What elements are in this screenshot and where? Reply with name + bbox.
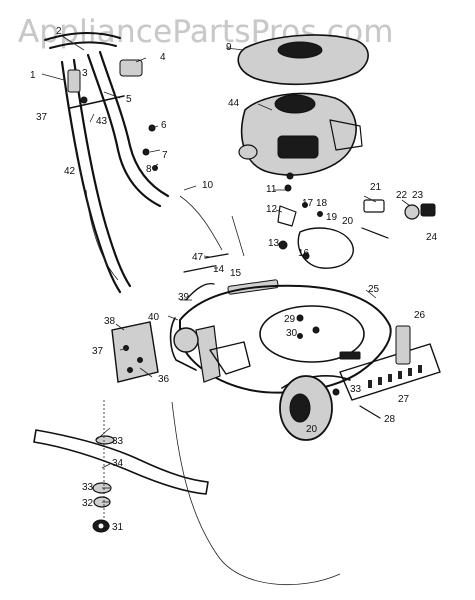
- callout-33-right: 33: [350, 384, 362, 395]
- callout-26: 26: [414, 310, 426, 321]
- leader-lines: [41, 35, 411, 527]
- callout-6: 6: [161, 120, 167, 131]
- callout-31: 31: [112, 522, 124, 533]
- callout-14: 14: [213, 264, 225, 275]
- callout-20-lower: 20: [306, 424, 318, 435]
- blade-assembly: [33, 400, 341, 586]
- callout-42: 42: [64, 166, 76, 177]
- callout-37-top: 37: [36, 112, 48, 123]
- callout-21: 21: [370, 182, 382, 193]
- callout-34: 34: [112, 458, 124, 469]
- callout-18: 18: [316, 198, 328, 209]
- callout-25: 25: [368, 284, 380, 295]
- callout-7: 7: [162, 150, 168, 161]
- callout-32: 32: [82, 498, 94, 509]
- callout-3: 3: [82, 68, 88, 79]
- callout-1: 1: [30, 70, 36, 81]
- callout-2: 2: [56, 26, 62, 37]
- callout-15: 15: [230, 268, 242, 279]
- callout-19: 19: [326, 212, 338, 223]
- callout-9: 9: [226, 42, 232, 53]
- callout-36: 36: [158, 374, 170, 385]
- mower-deck: [169, 284, 441, 441]
- callout-39: 39: [178, 292, 190, 303]
- callout-40: 40: [148, 312, 160, 323]
- callout-47: 47: [192, 252, 204, 263]
- handle-assembly: [44, 31, 223, 294]
- callout-33-top: 33: [112, 436, 124, 447]
- engine-assembly: [237, 34, 369, 180]
- callout-10: 10: [202, 180, 214, 191]
- callout-8: 8: [146, 164, 152, 175]
- callout-17: 17: [302, 198, 314, 209]
- callout-16: 16: [298, 248, 310, 259]
- callout-30: 30: [286, 328, 298, 339]
- callout-24: 24: [426, 232, 438, 243]
- callout-43: 43: [96, 116, 108, 127]
- callout-27: 27: [398, 394, 410, 405]
- callout-38: 38: [104, 316, 116, 327]
- callout-20-upper: 20: [342, 216, 354, 227]
- callout-29: 29: [284, 314, 296, 325]
- callout-44: 44: [228, 98, 240, 109]
- callout-33-bottom: 33: [82, 482, 94, 493]
- callout-23: 23: [412, 190, 424, 201]
- callout-5: 5: [126, 94, 132, 105]
- callout-4: 4: [160, 52, 166, 63]
- callout-22: 22: [396, 190, 408, 201]
- callout-13: 13: [268, 238, 280, 249]
- callout-37-bottom: 37: [92, 346, 104, 357]
- callout-28: 28: [384, 414, 396, 425]
- callout-11: 11: [266, 184, 277, 195]
- callout-labels: 1 2 3 4 5 6 7 8 9 10 11 12 13 14 15 16 1…: [30, 26, 438, 533]
- callout-12: 12: [266, 204, 278, 215]
- blade-adapter-bracket: [111, 321, 159, 383]
